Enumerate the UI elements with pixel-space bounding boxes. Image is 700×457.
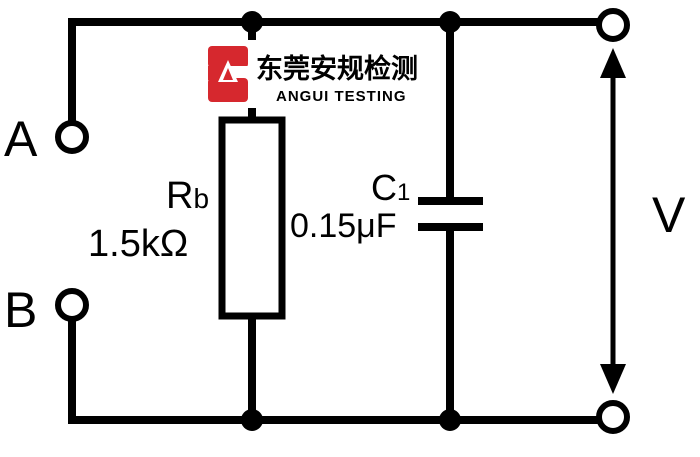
terminal-b-label: B	[4, 282, 37, 338]
resistor-label-main: R	[166, 175, 193, 217]
resistor-value: 1.5kΩ	[88, 223, 188, 265]
capacitor-label-main: C	[371, 167, 397, 208]
logo-block-bottom	[208, 78, 248, 102]
logo-a-inner	[223, 68, 233, 80]
junction-bottom-capacitor	[439, 409, 461, 431]
terminal-b	[55, 288, 89, 322]
watermark-company-cn: 东莞安规检测	[256, 53, 418, 85]
terminal-v-top	[596, 8, 630, 42]
voltage-arrow-head-down	[600, 364, 626, 394]
voltage-label: V	[652, 187, 686, 243]
terminals	[55, 8, 630, 434]
voltage-arrow-head-up	[600, 48, 626, 78]
junction-bottom-resistor	[241, 409, 263, 431]
watermark-company-en: ANGUI TESTING	[276, 88, 407, 105]
capacitor-label-sub: 1	[397, 179, 410, 206]
resistor-label: Rb	[166, 175, 209, 217]
capacitor-c1	[418, 197, 483, 231]
watermark: 东莞安规检测 ANGUI TESTING	[200, 40, 426, 108]
capacitor-value: 0.15μF	[290, 207, 397, 245]
resistor-rb	[218, 116, 286, 320]
voltage-arrow	[600, 48, 626, 394]
resistor-label-sub: b	[193, 183, 209, 214]
junction-top-resistor	[241, 11, 263, 33]
capacitor-label: C1	[371, 167, 410, 208]
junction-top-capacitor	[439, 11, 461, 33]
terminal-a	[55, 120, 89, 154]
junctions	[241, 11, 461, 431]
terminal-a-label: A	[4, 111, 38, 167]
angui-logo-icon	[208, 46, 248, 102]
logo-block-top	[208, 46, 248, 68]
terminal-v-bottom	[596, 400, 630, 434]
